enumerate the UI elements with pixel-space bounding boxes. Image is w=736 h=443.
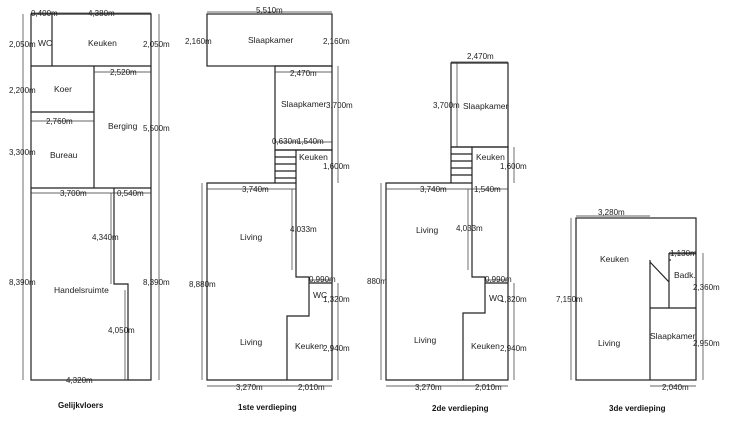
room-keuken: Keuken [600,254,629,264]
dim-step-height: 4,340m [92,233,119,242]
dim-bottom-left-width: 3,270m [236,383,263,392]
dim-slaapkamer-height: 2,950m [693,339,720,348]
dim-top-width: 2,470m [467,52,494,61]
room-bureau: Bureau [50,150,78,160]
dim-mid-width: 3,700m [60,189,87,198]
dim-bottom-right-width: 2,010m [475,383,502,392]
dim-keuken-height: 1,600m [500,162,527,171]
room-keuken-bottom: Keuken [295,341,324,351]
dim-bottom-left-width: 3,270m [415,383,442,392]
dim-bureau-height: 3,300m [9,148,36,157]
dim-keuken-height: 1,600m [323,162,350,171]
room-berging: Berging [108,121,138,131]
room-wc: WC [313,290,327,300]
dim-top-width: 5,510m [256,6,283,15]
dim-keuken-height: 2,050m [143,40,170,49]
dim-total-height: 880m [367,277,387,286]
dim-slaapkamer-height: 3,700m [433,101,460,110]
dim-top-width: 3,280m [598,208,625,217]
dim-berging-height: 5,500m [143,124,170,133]
dim-keuken-bottom-height: 2,940m [500,344,527,353]
room-handelsruimte: Handelsruimte [54,285,109,295]
dim-right-top-height: 2,160m [323,37,350,46]
dim-diagonal: 4,033m [290,225,317,234]
room-slaapkamer: Slaapkamer [463,101,509,111]
dim-bottom-width: 2,040m [662,383,689,392]
room-keuken: Keuken [88,38,117,48]
dim-step-width: 0,540m [117,189,144,198]
room-living-lower: Living [240,337,262,347]
dim-wc-height: 1,320m [323,295,350,304]
room-keuken-top: Keuken [299,152,328,162]
room-living: Living [240,232,262,242]
dim-right-total-height: 8,390m [143,278,170,287]
dim-badk-height: 2,360m [693,283,720,292]
room-badk: Badk. [674,270,696,280]
room-keuken-top: Keuken [476,152,505,162]
dim-total-height: 8,880m [189,280,216,289]
dim-badk-width: 1,130m [670,249,697,258]
dim-wc-height: 2,050m [9,40,36,49]
plan-ground: WC Keuken Koer Berging Bureau Handelsrui… [9,9,170,410]
dim-stair-width: 0,630m [272,137,299,146]
dim-wc-width: 0,990m [485,275,512,284]
dim-slaapkamer-height: 3,700m [326,101,353,110]
room-living: Living [598,338,620,348]
dim-keuken-width: 1,540m [297,137,324,146]
dim-bureau-width: 2,760m [46,117,73,126]
plan-third: Keuken Badk. Living Slaapkamer 3,280m 1,… [556,208,720,413]
caption-third: 3de verdieping [609,404,666,413]
dim-wc-width: 0,990m [309,275,336,284]
dim-lower-height: 4,050m [108,326,135,335]
caption-second: 2de verdieping [432,404,489,413]
dim-berging-width: 2,520m [110,68,137,77]
plan-first: Slaapkamer Slaapkamer Keuken Living WC L… [185,6,353,412]
dim-living-width: 3,740m [420,185,447,194]
room-wc: WC [38,38,52,48]
dim-left-total-height: 8,390m [9,278,36,287]
slaapkamer-top [206,13,333,67]
dim-diagonal: 4,033m [456,224,483,233]
dim-living-width: 3,740m [242,185,269,194]
dim-keuken-bottom-height: 2,940m [323,344,350,353]
room-living: Living [416,225,438,235]
dim-left-top-height: 2,160m [185,37,212,46]
caption-ground: Gelijkvloers [58,401,104,410]
dim-bottom-right-width: 2,010m [298,383,325,392]
dim-keuken-width: 4,380m [88,9,115,18]
dim-wc-height: 1,320m [500,295,527,304]
room-living-lower: Living [414,335,436,345]
room-slaapkamer-mid: Slaapkamer [281,99,327,109]
room-keuken-bottom: Keuken [471,341,500,351]
dim-koer-height: 2,200m [9,86,36,95]
room-slaapkamer-top: Slaapkamer [248,35,294,45]
dim-bottom-width: 4,320m [66,376,93,385]
dim-keuken-width: 1,540m [474,185,501,194]
third-outline [575,217,697,381]
room-slaapkamer: Slaapkamer [650,331,696,341]
room-koer: Koer [54,84,72,94]
dim-total-height: 7,150m [556,295,583,304]
dim-slaapkamer-width: 2,470m [290,69,317,78]
plan-second: Slaapkamer Keuken Living WC Living Keuke… [367,52,527,413]
ground-outline [30,13,152,381]
caption-first: 1ste verdieping [238,403,297,412]
room-wc: WC [489,293,503,303]
dim-wc-width: 0,400m [31,9,58,18]
